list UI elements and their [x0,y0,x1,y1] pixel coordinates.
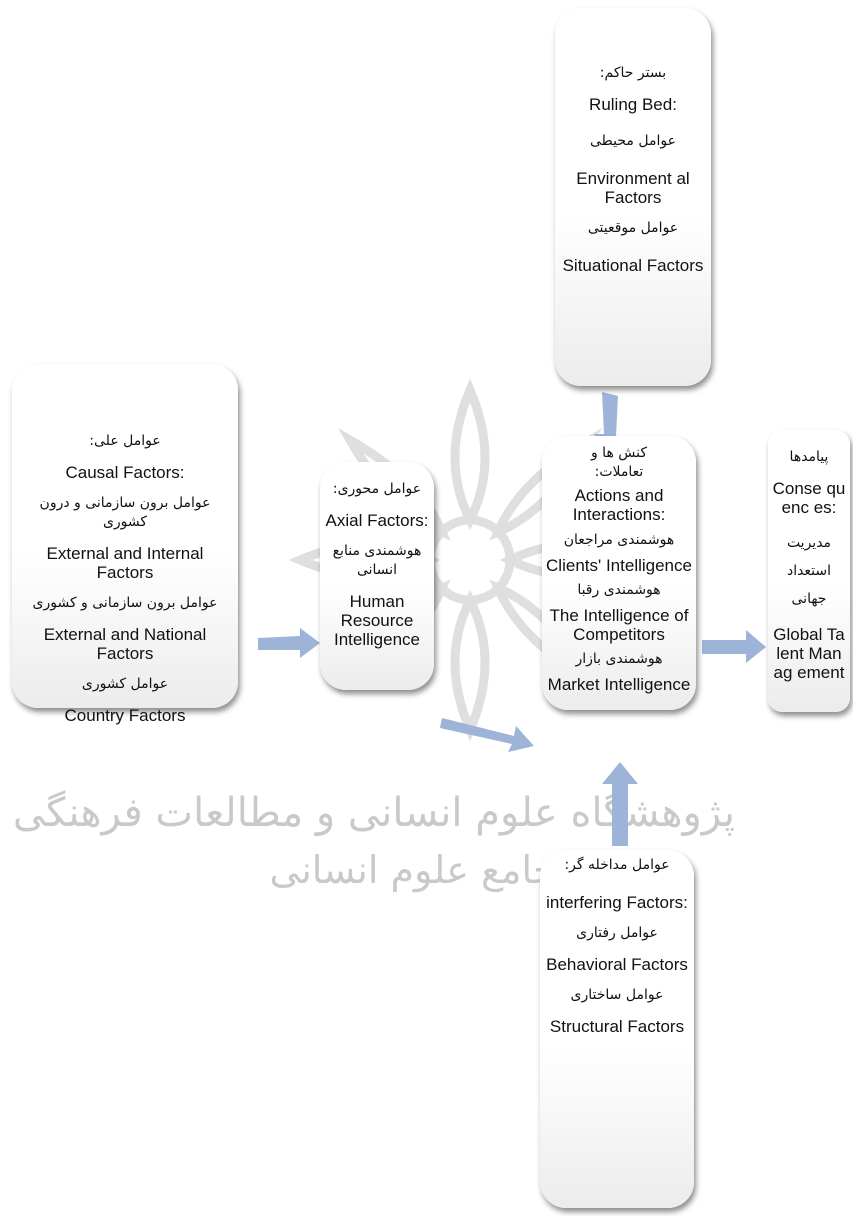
causal-item1-fa: عوامل برون سازمانی و درون کشوری [39,495,211,530]
causal-factors-box: عوامل علی: Causal Factors: عوامل برون سا… [12,364,238,725]
interfering-item2-en: Structural Factors [549,1017,685,1036]
ruling-item1-fa: عوامل محیطی [590,133,676,149]
consequences-title-fa: پیامدها [789,449,829,465]
actions-item3-fa: هوشمندی بازار [575,651,663,667]
actions-item1-en: Clients' Intelligence [546,556,692,575]
consequences-item1-en: Global Talent Manag ement [773,625,845,682]
ruling-item1-en: Environment al Factors [576,169,690,207]
causal-title-en: Causal Factors: [65,463,185,482]
interfering-factors-box: عوامل مداخله گر: interfering Factors: عو… [540,850,694,1208]
axial-item1-en: Human Resource Intelligence [333,592,420,649]
arrow-interfering-to-actions [602,762,638,846]
actions-item2-en: The Intelligence of Competitors [549,606,689,644]
ruling-item2-fa: عوامل موقعیتی [587,220,679,236]
actions-item2-fa: هوشمندی رقبا [577,582,661,598]
causal-item3-fa: عوامل کشوری [81,676,169,692]
actions-item3-en: Market Intelligence [547,675,691,694]
actions-item1-fa: هوشمندی مراجعان [563,532,675,548]
ruling-title-fa: بستر حاکم: [599,65,667,81]
causal-title-fa: عوامل علی: [89,433,161,449]
ruling-bed-box: بستر حاکم: Ruling Bed: عوامل محیطی Envir… [555,8,711,386]
consequences-title-en: Conse quenc es: [772,479,846,517]
actions-interactions-box: کنش ها و تعاملات: Actions and Interactio… [542,436,696,710]
actions-title-fa: کنش ها و تعاملات: [590,445,648,480]
causal-item2-fa: عوامل برون سازمانی و کشوری [32,595,218,611]
axial-title-fa: عوامل محوری: [332,481,422,497]
interfering-title-fa: عوامل مداخله گر: [564,857,670,873]
causal-item3-en: Country Factors [64,706,186,725]
interfering-title-en: interfering Factors: [546,893,688,912]
consequences-box: پیامدها Conse quenc es: مدیریت استعداد ج… [768,430,850,712]
ruling-item2-en: Situational Factors [562,256,704,275]
arrow-actions-to-consequences [702,630,766,663]
arrow-causal-to-axial [258,628,320,658]
causal-item2-en: External and National Factors [43,625,207,663]
ruling-title-en: Ruling Bed: [589,95,677,114]
watermark-text-1: پژوهشگاه علوم انسانی و مطالعات فرهنگی [12,790,735,836]
interfering-item1-fa: عوامل رفتاری [576,925,658,941]
actions-title-en: Actions and Interactions: [572,486,666,524]
axial-title-en: Axial Factors: [325,511,429,530]
causal-item1-en: External and Internal Factors [46,544,204,582]
interfering-item2-fa: عوامل ساختاری [570,987,664,1003]
interfering-item1-en: Behavioral Factors [546,955,688,974]
consequences-item1-fa: مدیریت استعداد جهانی [786,535,832,607]
axial-factors-box: عوامل محوری: Axial Factors: هوشمندی مناب… [320,462,434,690]
axial-item1-fa: هوشمندی منابع انسانی [332,543,422,578]
arrow-axial-to-actions [440,718,534,752]
